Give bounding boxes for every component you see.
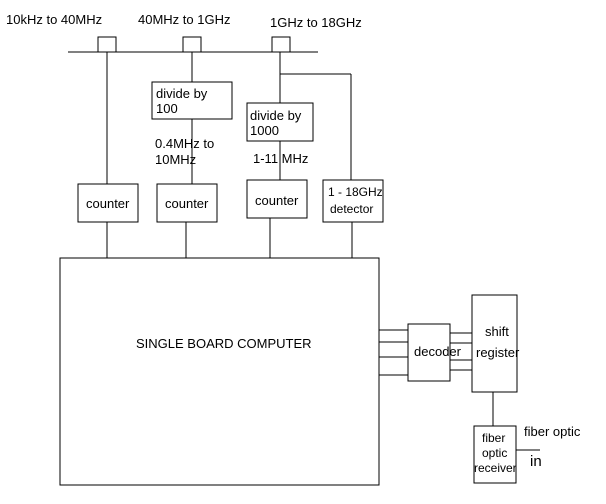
counter-block-1 bbox=[77, 183, 139, 223]
counter-block-3 bbox=[246, 179, 308, 219]
fiber-optic-receiver-block bbox=[473, 425, 517, 484]
divide-by-1000-line1: divide by bbox=[250, 108, 302, 123]
detector-label-line2: detector bbox=[330, 202, 374, 216]
divide-by-100-line1: divide by bbox=[156, 86, 208, 101]
decoder-label: decoder bbox=[414, 344, 461, 359]
detector-block bbox=[322, 179, 384, 223]
fiber-in-line2: in bbox=[530, 453, 542, 470]
detector-label-line1: 1 - 18GHz bbox=[328, 185, 383, 199]
shift-register-block bbox=[471, 294, 518, 393]
shift-register-line1: shift bbox=[485, 324, 509, 339]
single-board-computer-label: SINGLE BOARD COMPUTER bbox=[136, 336, 312, 351]
fiber-receiver-line2: optic bbox=[482, 446, 508, 460]
single-board-computer-block bbox=[59, 257, 380, 486]
band-label-3: 1GHz to 18GHz bbox=[270, 15, 362, 30]
fiber-receiver-line3: receiver bbox=[474, 461, 517, 475]
freq-label-right: 1-11 MHz bbox=[253, 151, 309, 166]
freq-label-mid-line2: 10MHz bbox=[155, 152, 197, 167]
antenna-box-3 bbox=[271, 36, 291, 53]
divide-by-1000-line2: 1000 bbox=[250, 123, 279, 138]
counter-label-1: counter bbox=[86, 196, 130, 211]
freq-label-mid-line1: 0.4MHz to bbox=[155, 136, 215, 151]
fiber-receiver-line1: fiber bbox=[482, 431, 506, 445]
antenna-box-1 bbox=[97, 36, 117, 53]
counter-label-3: counter bbox=[255, 193, 299, 208]
band-label-2: 40MHz to 1GHz bbox=[138, 12, 231, 27]
decoder-block bbox=[407, 323, 451, 382]
divide-by-100-line2: 100 bbox=[156, 101, 178, 116]
antenna-box-2 bbox=[182, 36, 202, 53]
shift-register-line2: register bbox=[476, 345, 520, 360]
counter-block-2 bbox=[156, 183, 218, 223]
counter-label-2: counter bbox=[165, 196, 209, 211]
fiber-in-line1: fiber optic bbox=[524, 424, 581, 439]
band-label-1: 10kHz to 40MHz bbox=[6, 12, 103, 27]
